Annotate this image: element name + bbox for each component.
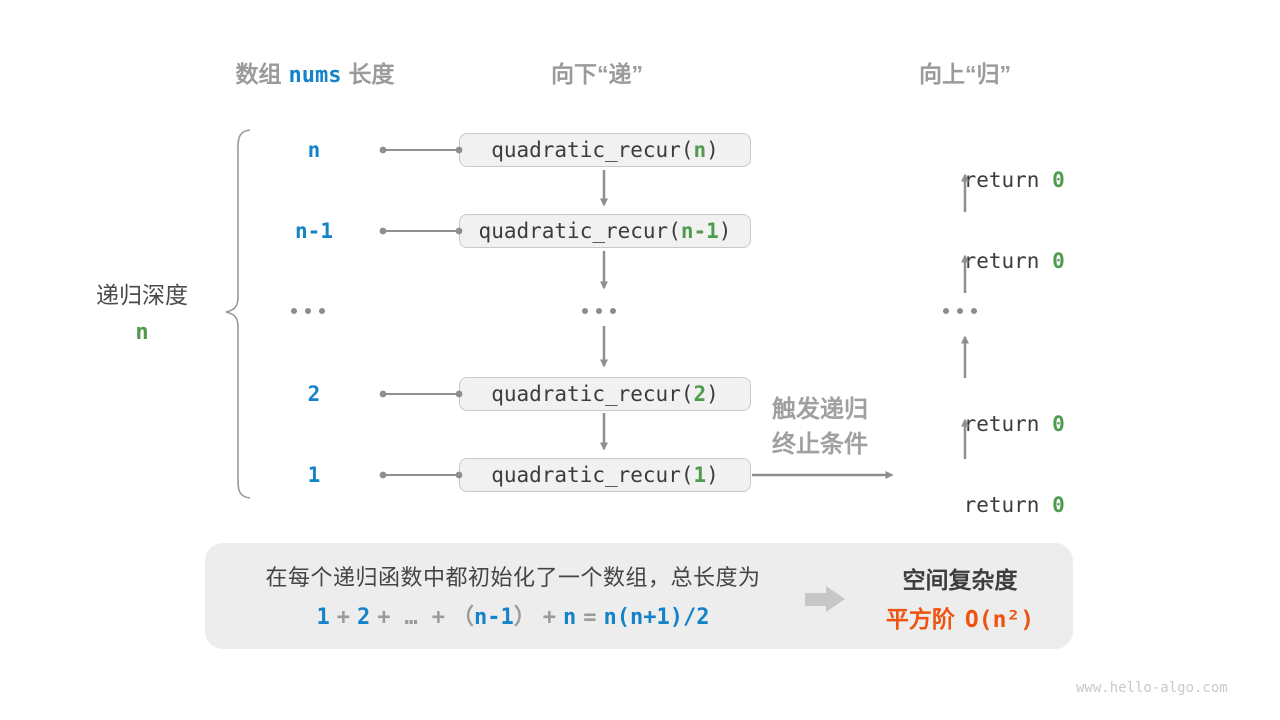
recursion-depth-value: n bbox=[135, 320, 149, 345]
return-statement-n-1: return 0 bbox=[913, 216, 1065, 273]
return-value: 0 bbox=[1052, 249, 1065, 273]
call-box-fn: quadratic_recur( bbox=[478, 219, 681, 243]
depth-label-n: n bbox=[307, 138, 321, 162]
depth-label-1: 1 bbox=[307, 463, 321, 487]
summary-formula: 1+2+…+（n-1）+n=n(n+1)/2 bbox=[213, 599, 813, 631]
complexity-title: 空间复杂度 bbox=[902, 567, 1018, 593]
header-upward: 向上“归” bbox=[919, 61, 1011, 87]
call-box-n-1: quadratic_recur(n-1) bbox=[459, 214, 751, 248]
base-case-note-line2: 终止条件 bbox=[772, 431, 868, 458]
call-box-fn: quadratic_recur( bbox=[491, 138, 694, 162]
depth-label-n-1: n-1 bbox=[295, 219, 333, 243]
call-box-close: ) bbox=[706, 382, 719, 406]
formula-token: + bbox=[377, 605, 391, 630]
call-box-param: n-1 bbox=[680, 219, 719, 243]
ellipsis-icon bbox=[943, 308, 977, 314]
return-keyword: return bbox=[963, 168, 1040, 192]
formula-token: + bbox=[431, 605, 445, 630]
ellipsis-icon bbox=[291, 308, 325, 314]
formula-token: = bbox=[583, 605, 597, 630]
call-box-close: ) bbox=[706, 138, 719, 162]
formula-token: 2 bbox=[357, 605, 371, 630]
base-case-note-line1: 触发递归 bbox=[772, 396, 868, 423]
return-statement-n: return 0 bbox=[913, 135, 1065, 192]
formula-token: n(n+1)/2 bbox=[603, 605, 710, 630]
complexity-notation: O(n²) bbox=[964, 607, 1035, 633]
return-keyword: return bbox=[963, 412, 1040, 436]
formula-token: … bbox=[404, 605, 418, 630]
recursion-depth-label: 递归深度 bbox=[96, 282, 188, 308]
summary-panel: 在每个递归函数中都初始化了一个数组，总长度为 1+2+…+（n-1）+n=n(n… bbox=[205, 543, 1073, 649]
formula-token: + bbox=[336, 605, 350, 630]
header-array-suffix: 长度 bbox=[348, 61, 395, 87]
implies-arrow-icon bbox=[805, 586, 845, 612]
call-box-2: quadratic_recur(2) bbox=[459, 377, 751, 411]
return-keyword: return bbox=[963, 493, 1040, 517]
recursion-depth-brace bbox=[225, 129, 251, 499]
header-array-prefix: 数组 bbox=[235, 61, 282, 87]
return-value: 0 bbox=[1052, 493, 1065, 517]
call-box-1: quadratic_recur(1) bbox=[459, 458, 751, 492]
call-box-fn: quadratic_recur( bbox=[491, 463, 694, 487]
call-box-param: 1 bbox=[693, 463, 707, 487]
summary-sentence: 在每个递归函数中都初始化了一个数组，总长度为 bbox=[265, 565, 761, 590]
complexity-value: 平方阶 O(n²) bbox=[845, 600, 1075, 634]
ellipsis-icon bbox=[582, 308, 616, 314]
formula-token: n bbox=[563, 605, 577, 630]
header-downward: 向下“递” bbox=[551, 61, 643, 87]
return-value: 0 bbox=[1052, 412, 1065, 436]
formula-token: （ bbox=[452, 605, 475, 630]
watermark: www.hello-algo.com bbox=[1076, 680, 1228, 696]
formula-token: n-1 bbox=[474, 605, 514, 630]
call-box-param: n bbox=[693, 138, 707, 162]
call-box-close: ) bbox=[718, 219, 732, 243]
header-array-code: nums bbox=[288, 63, 342, 88]
return-value: 0 bbox=[1052, 168, 1065, 192]
call-box-close: ) bbox=[706, 463, 719, 487]
formula-token: + bbox=[542, 605, 557, 630]
return-keyword: return bbox=[963, 249, 1040, 273]
complexity-order: 平方阶 bbox=[885, 606, 955, 632]
return-statement-1: return 0 bbox=[913, 460, 1065, 517]
return-statement-2: return 0 bbox=[913, 379, 1065, 436]
call-box-fn: quadratic_recur( bbox=[491, 382, 694, 406]
formula-token: 1 bbox=[316, 605, 330, 630]
call-box-param: 2 bbox=[693, 382, 707, 406]
call-box-n: quadratic_recur(n) bbox=[459, 133, 751, 167]
depth-label-2: 2 bbox=[307, 382, 321, 406]
formula-token: ） bbox=[513, 605, 536, 630]
base-case-note: 触发递归 终止条件 bbox=[752, 392, 888, 462]
